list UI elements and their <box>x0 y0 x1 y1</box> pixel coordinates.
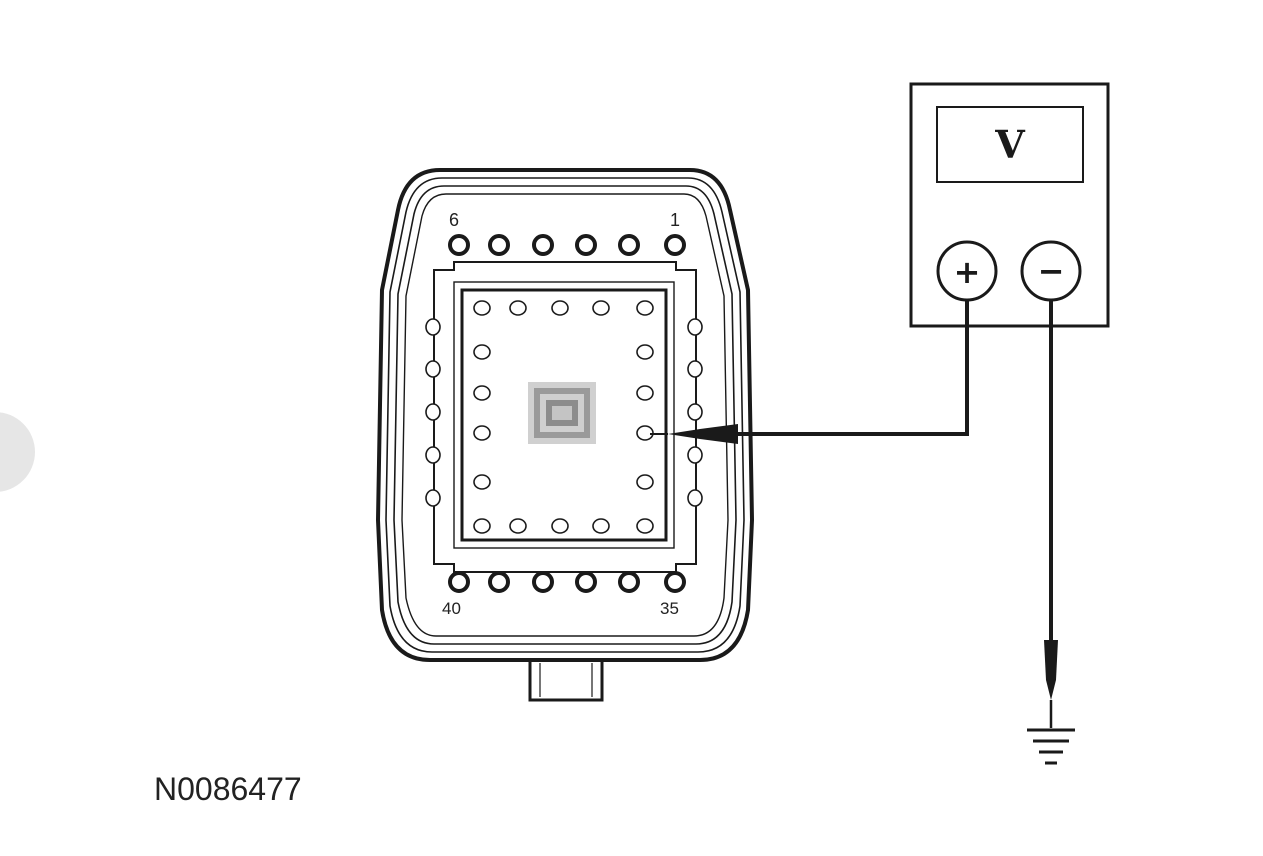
side-pin-left-1 <box>425 318 441 336</box>
inner-pin-top-3 <box>551 300 569 316</box>
connector-center-key <box>528 382 596 444</box>
multimeter-display-text: V <box>994 122 1026 167</box>
inner-pin-right-1 <box>636 344 654 360</box>
pin-label-bottom-right: 35 <box>660 599 679 618</box>
connector-outer-shell <box>375 168 755 662</box>
side-pin-right-1 <box>687 318 703 336</box>
outer-pin-bottom-6 <box>664 571 686 593</box>
side-pin-right-5 <box>687 489 703 507</box>
side-pin-left-4 <box>425 446 441 464</box>
multimeter: V + − <box>909 82 1110 328</box>
outer-pin-top-1 <box>448 234 470 256</box>
connector-inner-panel <box>460 288 668 542</box>
outer-pin-bottom-5 <box>618 571 640 593</box>
multimeter-display <box>936 106 1084 183</box>
edge-tab <box>0 412 35 492</box>
outer-pin-top-6 <box>664 234 686 256</box>
outer-pin-top-3 <box>532 234 554 256</box>
negative-test-lead <box>1044 300 1058 728</box>
connector-mount-tab <box>528 660 604 702</box>
connector <box>375 168 755 702</box>
inner-pin-bottom-2 <box>509 518 527 534</box>
connector-shell-line-4 <box>401 193 729 637</box>
outer-pin-top-5 <box>618 234 640 256</box>
inner-pin-right-4 <box>636 474 654 490</box>
side-pin-right-2 <box>687 360 703 378</box>
negative-probe-tip <box>1044 640 1058 700</box>
connector-inner-pins <box>473 300 654 534</box>
connector-shell-line-3 <box>393 185 737 645</box>
side-pin-right-3 <box>687 403 703 421</box>
connector-shell-line-2 <box>385 177 745 653</box>
figure-id: N0086477 <box>154 771 302 807</box>
pin-label-bottom-left: 40 <box>442 599 461 618</box>
side-pin-right-4 <box>687 446 703 464</box>
inner-pin-right-2 <box>636 385 654 401</box>
inner-pin-top-2 <box>509 300 527 316</box>
inner-pin-bottom-3 <box>551 518 569 534</box>
inner-pin-top-4 <box>592 300 610 316</box>
pin-label-top-left: 6 <box>449 210 459 230</box>
inner-pin-bottom-5 <box>636 518 654 534</box>
outer-pin-bottom-2 <box>488 571 510 593</box>
positive-test-lead <box>650 300 969 444</box>
outer-pin-top-4 <box>575 234 597 256</box>
side-pin-left-3 <box>425 403 441 421</box>
side-pin-left-5 <box>425 489 441 507</box>
positive-terminal-label: + <box>954 253 981 291</box>
inner-pin-left-2 <box>473 385 491 401</box>
outer-pin-bottom-3 <box>532 571 554 593</box>
outer-pin-top-2 <box>488 234 510 256</box>
positive-probe-tip <box>668 424 738 444</box>
inner-pin-left-1 <box>473 344 491 360</box>
inner-pin-left-4 <box>473 474 491 490</box>
outer-pin-bottom-1 <box>448 571 470 593</box>
inner-pin-bottom-4 <box>592 518 610 534</box>
inner-pin-left-3 <box>473 425 491 441</box>
connector-inner-frame <box>433 261 697 573</box>
outer-pin-bottom-4 <box>575 571 597 593</box>
side-pin-left-2 <box>425 360 441 378</box>
connector-outer-pins <box>425 234 703 593</box>
inner-pin-bottom-1 <box>473 518 491 534</box>
negative-terminal-label: − <box>1038 252 1065 290</box>
connector-inner-panel-edge <box>453 281 675 549</box>
inner-pin-top-5 <box>636 300 654 316</box>
pin-label-top-right: 1 <box>670 210 680 230</box>
inner-pin-top-1 <box>473 300 491 316</box>
ground-icon <box>1027 728 1075 765</box>
